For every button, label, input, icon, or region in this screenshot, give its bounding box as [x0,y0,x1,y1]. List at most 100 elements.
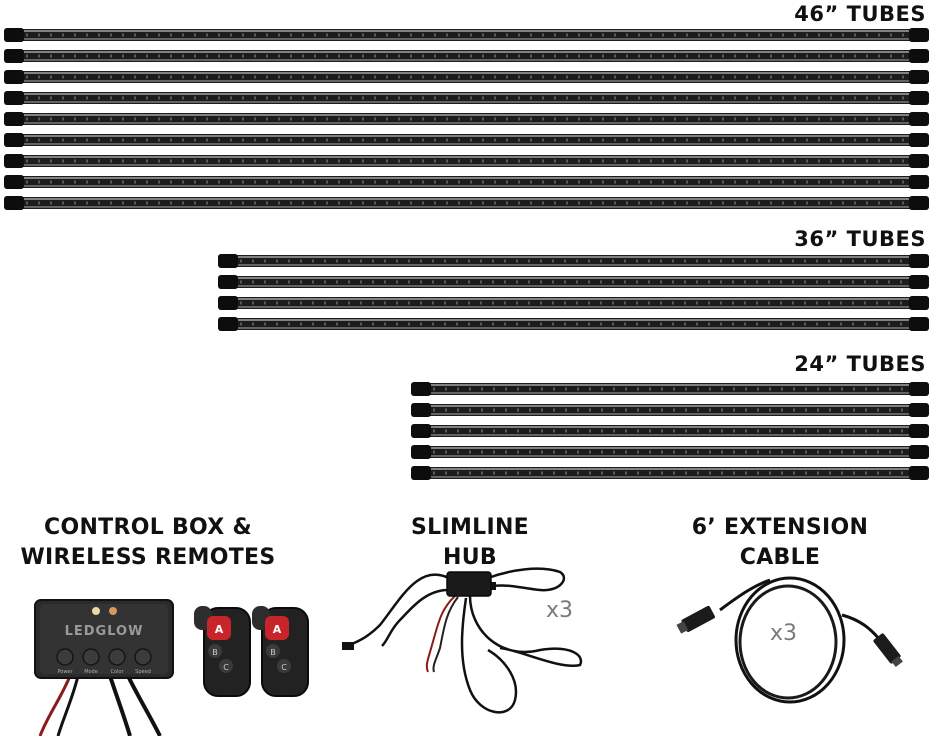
tube-36-1 [218,254,929,268]
remote-a-label-b: B [212,648,218,657]
remote-b-label-a: A [273,623,282,636]
cable-connector-right-tip [891,655,903,668]
tube-end-cap-right [909,175,929,189]
tube-end-cap-right [909,49,929,63]
tube-highlight-lower [427,413,913,415]
tubes-24-heading: 24” TUBES [794,352,926,376]
tube-46-7 [4,154,929,168]
box-button-speed [134,648,152,666]
tube-highlight-lower [20,80,913,82]
tube-highlight [20,51,913,53]
tube-end-cap-left [218,254,238,268]
box-button-label-power: Power [57,669,73,675]
hub-connector-1 [342,642,354,650]
box-button-power [56,648,74,666]
tube-36-4 [218,317,929,331]
tube-highlight [427,468,913,470]
tube-highlight [20,198,913,200]
tube-46-4 [4,91,929,105]
remote-b-button-b [266,644,280,658]
tube-highlight-lower [20,143,913,145]
tubes-36-heading: 36” TUBES [794,227,926,251]
tube-end-cap-right [909,445,929,459]
tube-end-cap-left [218,275,238,289]
tube-end-cap-left [4,154,24,168]
tube-highlight-lower [20,101,913,103]
control-box-caption-line1: CONTROL BOX & [44,515,252,540]
remote-a-label-a: A [215,623,224,636]
cable-caption: 6’ EXTENSION CABLE [660,513,900,573]
cable-coil-inner [738,584,838,700]
remote-b-button-c [277,659,291,673]
tube-end-cap-right [909,275,929,289]
tube-24-3 [411,424,929,438]
cable-connector-left-body [681,605,715,632]
control-box-caption: CONTROL BOX & WIRELESS REMOTES [0,513,296,573]
cable-connector-right-body [873,633,901,664]
tube-end-cap-right [909,254,929,268]
tube-highlight [427,384,913,386]
cable-caption-line2: CABLE [739,545,821,570]
remote-a-label-c: C [223,663,229,672]
power-wire-black [56,675,80,736]
tube-highlight-lower [427,392,913,394]
tube-end-cap-right [909,133,929,147]
hub-caption-line1: SLIMLINE [411,515,529,540]
tube-highlight [234,256,913,258]
remote-a-button-b [208,644,222,658]
tube-end-cap-left [4,91,24,105]
remote-b: A B C [252,606,309,697]
tube-highlight [234,298,913,300]
tube-end-cap-right [909,196,929,210]
tube-end-cap-left [411,403,431,417]
tube-highlight [20,30,913,32]
tube-highlight [427,426,913,428]
remote-b-label-c: C [281,663,287,672]
tube-highlight-lower [427,476,913,478]
tube-end-cap-left [411,466,431,480]
tube-end-cap-left [218,317,238,331]
tube-end-cap-right [909,403,929,417]
tube-highlight [427,447,913,449]
tube-24-2 [411,403,929,417]
tube-end-cap-right [909,296,929,310]
tube-highlight-lower [20,185,913,187]
tube-end-cap-left [411,424,431,438]
tube-46-2 [4,49,929,63]
tube-highlight-lower [20,38,913,40]
box-button-color [108,648,126,666]
output-cable-1 [108,675,132,736]
tube-highlight [20,114,913,116]
hub-cable-2 [381,588,449,647]
tube-24-4 [411,445,929,459]
box-button-mode [82,648,100,666]
tube-end-cap-left [4,112,24,126]
cable-caption-line1: 6’ EXTENSION [691,515,869,540]
tube-highlight [427,405,913,407]
tube-highlight [20,135,913,137]
tube-highlight-lower [234,264,913,266]
tube-highlight [20,93,913,95]
remote-a-button-a [207,616,231,640]
remote-a-button-c [219,659,233,673]
cable-connector-right [873,633,903,668]
tube-24-1 [411,382,929,396]
box-button-label-mode: Mode [84,669,98,675]
power-wire-red [38,675,72,736]
tube-46-1 [4,28,929,42]
tube-46-9 [4,196,929,210]
tube-end-cap-right [909,382,929,396]
tube-end-cap-left [4,133,24,147]
tube-end-cap-right [909,112,929,126]
hub-wire-red [425,595,456,673]
remote-b-button-a [265,616,289,640]
tube-highlight [234,277,913,279]
tube-end-cap-left [411,445,431,459]
hub-cable-5 [460,597,518,714]
box-button-label-speed: Speed [135,669,151,675]
tube-36-3 [218,296,929,310]
